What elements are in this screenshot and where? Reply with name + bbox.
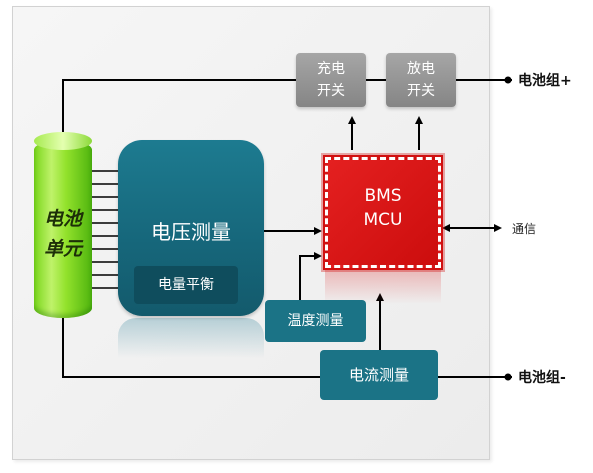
bottom-wire: [62, 318, 320, 378]
temperature-measure-block: 温度测量: [265, 300, 366, 342]
battery-cell-label: 电池 单元: [34, 204, 92, 264]
bms-mcu-label: BMS MCU: [325, 184, 441, 232]
charge-switch-line2: 开关: [317, 83, 345, 99]
discharge-switch: 放电 开关: [386, 53, 456, 107]
bms-mcu-line1: BMS: [364, 186, 402, 206]
temp-to-mcu-arrow: [299, 252, 322, 300]
battery-cell-top: [34, 132, 92, 150]
sense-wires: [92, 170, 118, 289]
battery-cell-label-line1: 电池: [43, 208, 82, 230]
balance-block: 电量平衡: [134, 266, 238, 304]
pack-pos-terminal: [504, 76, 512, 84]
current-measure-block: 电流测量: [320, 350, 438, 400]
mcu-reflection: [325, 270, 441, 304]
bms-mcu-line2: MCU: [363, 210, 403, 230]
top-wire: [62, 79, 296, 132]
communication-label: 通信: [512, 222, 537, 236]
battery-pack-pos-label: 电池组+: [518, 73, 572, 89]
voltage-measure-reflection: [118, 318, 264, 358]
battery-cell-label-line2: 单元: [43, 238, 82, 260]
discharge-switch-line1: 放电: [407, 61, 435, 77]
charge-switch: 充电 开关: [296, 53, 366, 107]
battery-pack-neg-label: 电池组-: [518, 370, 566, 386]
discharge-switch-line2: 开关: [407, 83, 435, 99]
battery-cell: [34, 140, 92, 318]
voltage-measure-label: 电压测量: [151, 220, 231, 244]
bms-mcu-block: [323, 155, 443, 270]
charge-switch-line1: 充电: [317, 61, 345, 77]
pack-neg-terminal: [504, 373, 512, 381]
